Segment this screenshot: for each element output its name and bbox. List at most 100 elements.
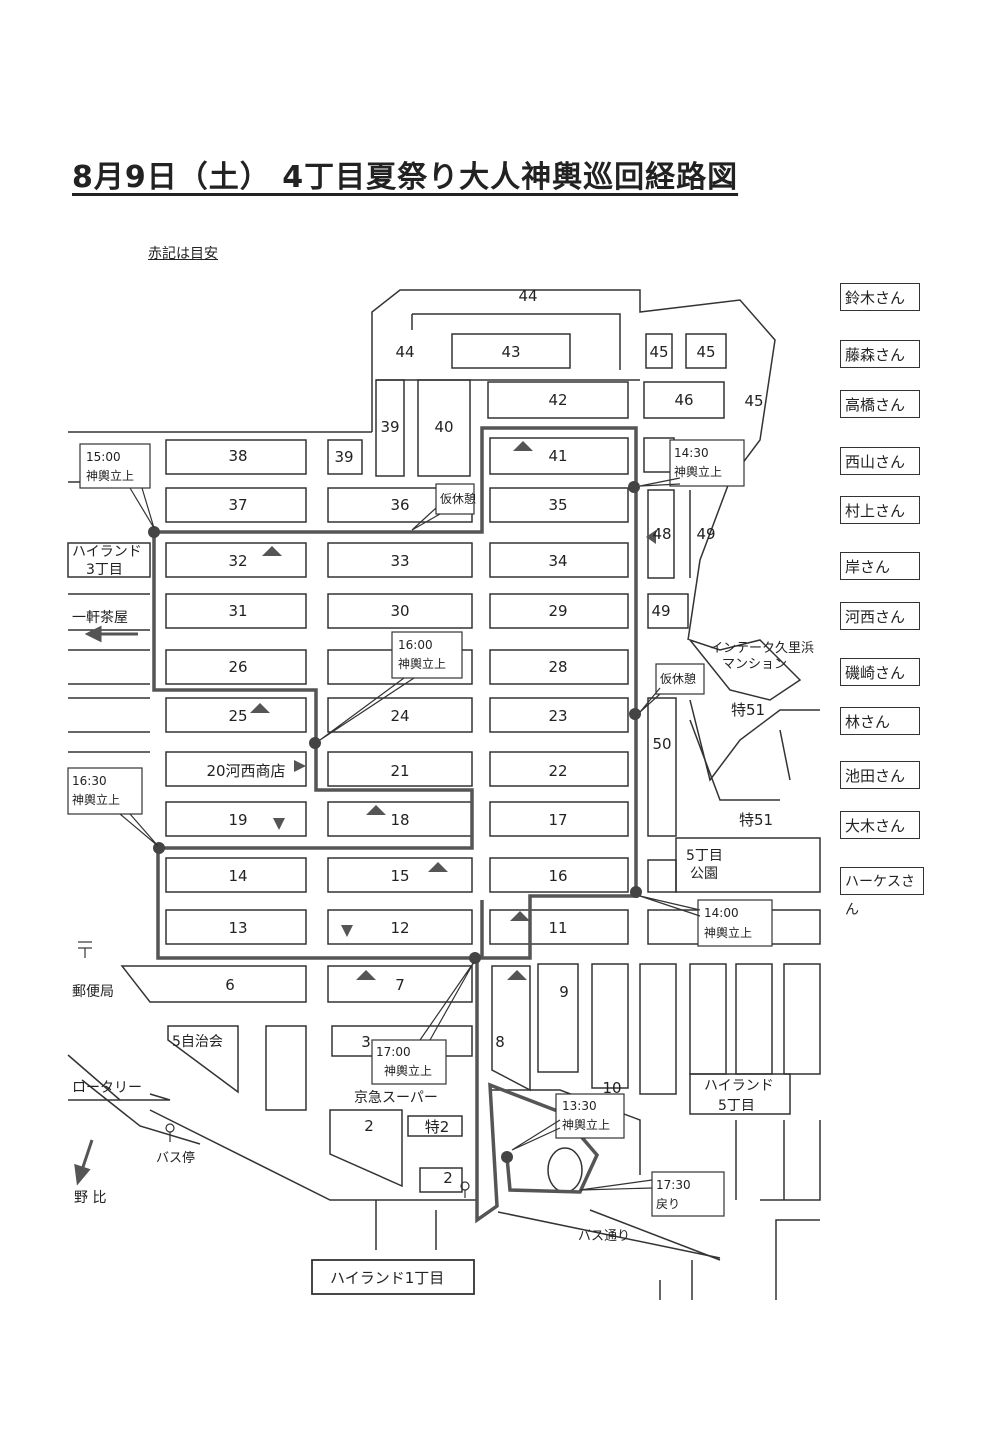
block-label: 29 <box>548 602 567 620</box>
place-label: ロータリー <box>72 1080 142 1096</box>
block-label: 特2 <box>425 1118 450 1136</box>
block-label: 特51 <box>739 811 773 829</box>
block-label: 37 <box>228 496 247 514</box>
callout-label: 神輿立上 <box>562 1117 610 1132</box>
block-label: 41 <box>548 447 567 465</box>
resident-name: 西山さん <box>840 447 920 475</box>
place-label: 京急スーパー <box>354 1090 438 1106</box>
place-label: ハイランド <box>704 1078 774 1094</box>
estimate-note: 赤記は目安 <box>148 246 218 262</box>
block-label: 8 <box>495 1033 505 1051</box>
resident-name: 大木さん <box>840 811 920 839</box>
callout-time: 14:00 <box>704 906 739 920</box>
place-label: 公園 <box>690 866 718 882</box>
callout-label: 神輿立上 <box>398 656 446 671</box>
place-label: 野 比 <box>74 1190 106 1206</box>
resident-name: ハーケスさん <box>840 867 924 918</box>
block-label: 42 <box>548 391 567 409</box>
block-label: 18 <box>390 811 409 829</box>
block-label: 3 <box>361 1033 371 1051</box>
block-label: 43 <box>501 343 520 361</box>
block-label: 30 <box>390 602 409 620</box>
block-label: 25 <box>228 707 247 725</box>
block-label: 34 <box>548 552 567 570</box>
block-label: 17 <box>548 811 567 829</box>
block-label: 13 <box>228 919 247 937</box>
callout-time: 17:00 <box>376 1045 411 1059</box>
block-label: 9 <box>559 983 569 1001</box>
block-label: 20河西商店 <box>206 762 285 780</box>
resident-name: 河西さん <box>840 602 920 630</box>
block-label: 45 <box>649 343 668 361</box>
block-label: 15 <box>390 867 409 885</box>
block-label: 28 <box>548 658 567 676</box>
resident-name: 鈴木さん <box>840 283 920 311</box>
block-label: 45 <box>744 392 763 410</box>
page-title: 8月9日（土） 4丁目夏祭り大人神輿巡回経路図 <box>72 160 739 195</box>
block-label: 2 <box>443 1169 453 1187</box>
callout-label: 神輿立上 <box>72 792 120 807</box>
block-label: 45 <box>696 343 715 361</box>
block-label: 39 <box>334 448 353 466</box>
block-label: 23 <box>548 707 567 725</box>
place-label: バス停 <box>156 1150 195 1166</box>
callout-time: 16:00 <box>398 638 433 652</box>
block-label: 49 <box>696 525 715 543</box>
callout-time: 14:30 <box>674 446 709 460</box>
block-label: 50 <box>652 735 671 753</box>
block-label: 21 <box>390 762 409 780</box>
block-label: 特51 <box>731 701 765 719</box>
callout-label: 神輿立上 <box>674 464 722 479</box>
block-label: 10 <box>602 1079 621 1097</box>
block-label: 49 <box>651 602 670 620</box>
resident-name: 池田さん <box>840 761 920 789</box>
place-label: ハイランド <box>72 544 142 560</box>
place-label: 5自治会 <box>172 1034 223 1050</box>
place-label: マンション <box>722 657 787 672</box>
callout-label: 神輿立上 <box>86 468 134 483</box>
place-label: 5丁目 <box>686 848 723 864</box>
block-label: 2 <box>364 1117 374 1135</box>
callout-label: 神輿立上 <box>704 925 752 940</box>
block-label: 35 <box>548 496 567 514</box>
place-label: 一軒茶屋 <box>72 610 128 626</box>
resident-name: 藤森さん <box>840 340 920 368</box>
callout-time: 13:30 <box>562 1099 597 1113</box>
place-label: バス通り <box>578 1229 630 1244</box>
block-label: 39 <box>380 418 399 436</box>
block-label: 33 <box>390 552 409 570</box>
block-label: 7 <box>395 976 405 994</box>
place-label: 郵便局 <box>72 984 114 1000</box>
block-label: 26 <box>228 658 247 676</box>
block-label: 6 <box>225 976 235 994</box>
block-label: 32 <box>228 552 247 570</box>
place-label: 5丁目 <box>718 1098 755 1114</box>
block-label: 14 <box>228 867 247 885</box>
block-label: 44 <box>518 287 537 305</box>
place-label: 3丁目 <box>86 562 123 578</box>
block-label: 16 <box>548 867 567 885</box>
resident-name: 林さん <box>840 707 920 735</box>
block-label: 11 <box>548 919 567 937</box>
block-label: 48 <box>652 525 671 543</box>
rest-label: 仮休憩 <box>660 671 696 686</box>
block-label: 44 <box>395 343 414 361</box>
callout-time: 16:30 <box>72 774 107 788</box>
resident-name: 磯崎さん <box>840 658 920 686</box>
rest-label: 仮休憩 <box>440 491 476 506</box>
resident-name: 高橋さん <box>840 390 920 418</box>
block-label: 36 <box>390 496 409 514</box>
block-label: 38 <box>228 447 247 465</box>
block-label: 12 <box>390 919 409 937</box>
block-label: 22 <box>548 762 567 780</box>
block-label: 40 <box>434 418 453 436</box>
block-label: 24 <box>390 707 409 725</box>
callout-label: 神輿立上 <box>384 1063 432 1078</box>
place-label: インテーク久里浜 <box>710 641 814 656</box>
callout-time: 15:00 <box>86 450 121 464</box>
callout-label: 戻り <box>656 1197 680 1211</box>
block-label: 19 <box>228 811 247 829</box>
block-label: 31 <box>228 602 247 620</box>
callout-time: 17:30 <box>656 1178 691 1192</box>
